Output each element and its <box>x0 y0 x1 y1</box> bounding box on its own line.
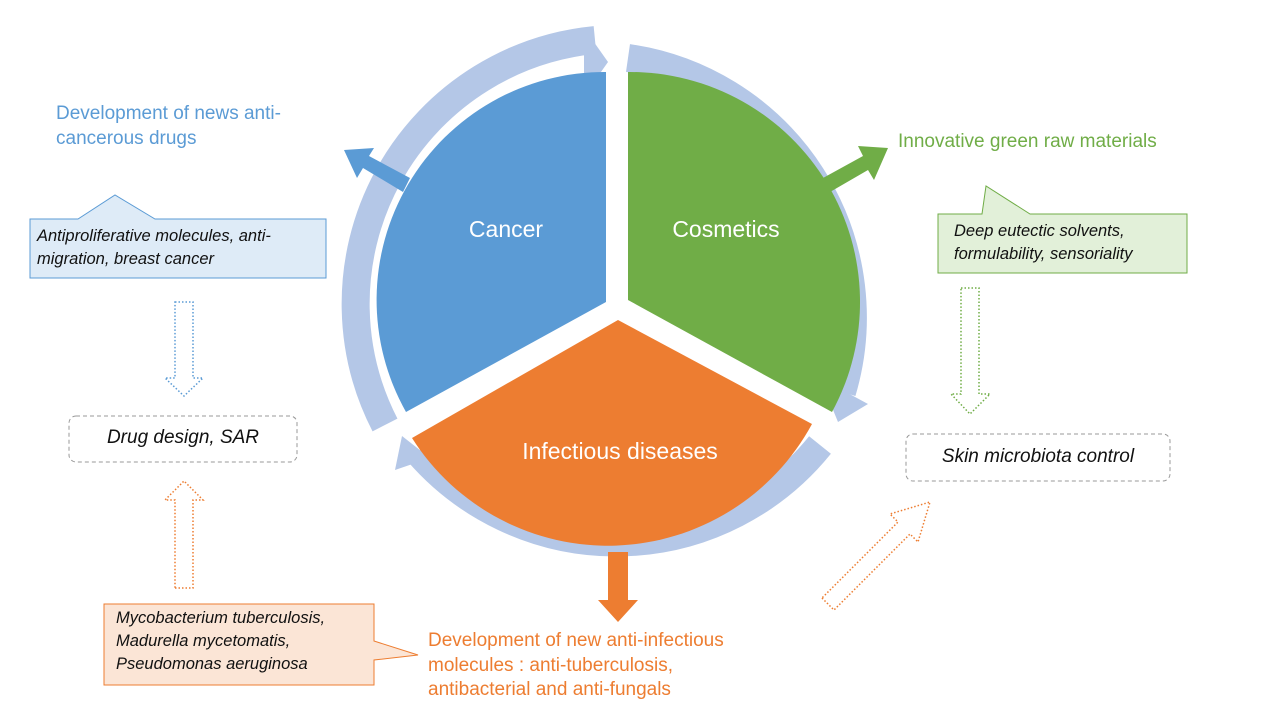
arrow-cosmetics-to-skin <box>949 287 992 416</box>
segment-cancer <box>376 71 606 412</box>
infectious-callout-line-1: Mycobacterium tuberculosis, <box>116 609 326 627</box>
cancer-title-line-1: Development of news anti- <box>56 103 281 124</box>
infectious-callout-text: Mycobacterium tuberculosis, Madurella my… <box>116 607 325 676</box>
cosmetics-branch-title: Innovative green raw materials <box>898 131 1157 152</box>
infectious-callout-line-3: Pseudomonas aeruginosa <box>116 655 308 674</box>
arrow-cancer-out <box>344 148 410 192</box>
ring-arrowhead-left <box>395 436 430 470</box>
cancer-branch-title: Development of news anti- cancerous drug… <box>56 102 281 151</box>
label-cancer: Cancer <box>468 216 544 242</box>
infectious-callout-line-2: Madurella mycetomatis, <box>116 632 291 651</box>
box-skin-microbiota <box>905 433 1171 482</box>
skin-microbiota-label: Skin microbiota control <box>941 446 1135 467</box>
callout-cosmetics-shape <box>937 185 1188 274</box>
arrow-cancer-to-drug-design <box>163 301 205 398</box>
arrow-infectious-to-drug-design <box>163 479 205 589</box>
arrow-infectious-to-skin <box>820 500 932 612</box>
callout-cancer-shape <box>29 194 327 279</box>
arrow-cosmetics-out <box>823 146 888 192</box>
box-drug-design <box>68 415 298 463</box>
callout-infectious-shape <box>103 603 419 686</box>
infectious-title-line-1: Development of new anti-infectious <box>428 630 724 651</box>
infectious-title-line-3: antibacterial and anti-fungals <box>428 679 671 701</box>
cancer-callout-line-2: migration, breast cancer <box>37 250 214 269</box>
infectious-title-line-2: molecules : anti-tuberculosis, <box>428 654 673 676</box>
cosmetics-callout-text: Deep eutectic solvents, formulability, s… <box>954 220 1133 266</box>
arrow-infectious-out <box>598 552 638 622</box>
label-infectious-diseases: Infectious diseases <box>522 438 718 464</box>
segment-infectious <box>412 320 812 546</box>
label-cosmetics: Cosmetics <box>672 216 780 242</box>
cosmetics-callout-line-2: formulability, sensoriality <box>954 245 1133 264</box>
cancer-callout-text: Antiproliferative molecules, anti- migra… <box>37 225 271 271</box>
drug-design-label: Drug design, SAR <box>106 427 260 448</box>
cancer-title-line-2: cancerous drugs <box>56 127 197 149</box>
infectious-branch-title: Development of new anti-infectious molec… <box>428 629 724 703</box>
cancer-callout-line-1: Antiproliferative molecules, anti- <box>37 227 271 245</box>
segment-cosmetics <box>628 71 861 412</box>
cosmetics-callout-line-1: Deep eutectic solvents, <box>954 222 1125 240</box>
